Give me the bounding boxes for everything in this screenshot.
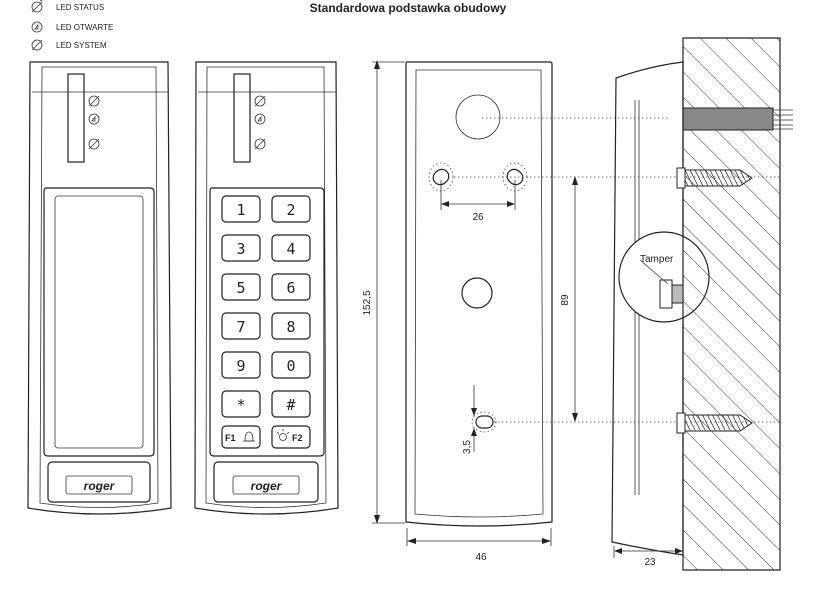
reader2-logo: roger [251, 479, 283, 493]
key-5[interactable] [221, 273, 261, 301]
key-f1[interactable] [221, 425, 261, 449]
led-status-icon [31, 0, 43, 13]
reader-front-view: roger [27, 61, 172, 515]
key-hash[interactable] [271, 390, 311, 418]
reader-led-open-icon [88, 113, 100, 125]
bell-icon [243, 431, 255, 442]
key-1-label: 1 [236, 201, 245, 219]
key-5-label: 5 [236, 279, 245, 297]
key-f2[interactable] [271, 425, 311, 449]
screw-top [676, 167, 753, 189]
reader-led-system-icon [88, 138, 100, 150]
key-8-label: 8 [286, 318, 295, 336]
reader1-logo: roger [84, 479, 116, 493]
key-star-label: * [236, 396, 245, 414]
keypad-led-system-icon [254, 138, 266, 150]
key-3[interactable] [221, 234, 261, 262]
side-view-wall-mount: Tamper 23 [611, 37, 793, 571]
key-8[interactable] [271, 312, 311, 340]
key-1[interactable] [221, 195, 261, 223]
reader-led-status-icon [88, 95, 100, 107]
key-0-label: 0 [286, 357, 295, 375]
key-0[interactable] [271, 351, 311, 379]
tamper-hole [461, 277, 493, 309]
key-6[interactable] [271, 273, 311, 301]
diagram-title: Standardowa podstawka obudowy [310, 1, 507, 15]
dim-depth: 23 [644, 557, 656, 568]
key-star[interactable] [221, 390, 261, 418]
key-3-label: 3 [236, 240, 245, 258]
legend-led-open: LED OTWARTE [56, 23, 113, 32]
key-2-label: 2 [286, 201, 295, 219]
reader-keypad-view: 1 2 3 4 5 6 7 8 9 0 * # F1 [194, 61, 339, 515]
keypad-led-open-icon [254, 113, 266, 125]
dim-width: 46 [475, 552, 487, 563]
tamper-label: Tamper [640, 254, 674, 265]
led-legend: LED STATUS LED OTWARTE LED SYSTEM [31, 0, 113, 51]
legend-led-system: LED SYSTEM [56, 41, 107, 50]
key-2[interactable] [271, 195, 311, 223]
screw-bottom [676, 412, 753, 434]
key-9-label: 9 [236, 357, 245, 375]
dim-hole-spacing-v: 89 [560, 294, 571, 306]
key-f2-label: F2 [292, 433, 303, 443]
led-system-icon [31, 39, 43, 51]
key-4-label: 4 [286, 240, 295, 258]
light-bulb-icon [276, 429, 290, 441]
key-hash-label: # [286, 396, 295, 414]
key-4[interactable] [271, 234, 311, 262]
key-7[interactable] [221, 312, 261, 340]
key-7-label: 7 [236, 318, 245, 336]
cable-wires [773, 109, 793, 130]
dim-hole-spacing-h: 26 [472, 212, 484, 223]
back-plate-view: 152,5 46 26 89 3,5 [362, 60, 780, 563]
dim-slot: 3,5 [462, 440, 473, 454]
keypad-led-status-icon [254, 95, 266, 107]
cable-hole [455, 94, 501, 140]
legend-led-status: LED STATUS [56, 3, 104, 12]
led-open-icon [31, 21, 43, 33]
key-f1-label: F1 [225, 433, 236, 443]
key-9[interactable] [221, 351, 261, 379]
mounting-slot-bottom [471, 411, 497, 433]
dim-height: 152,5 [362, 290, 373, 315]
key-6-label: 6 [286, 279, 295, 297]
